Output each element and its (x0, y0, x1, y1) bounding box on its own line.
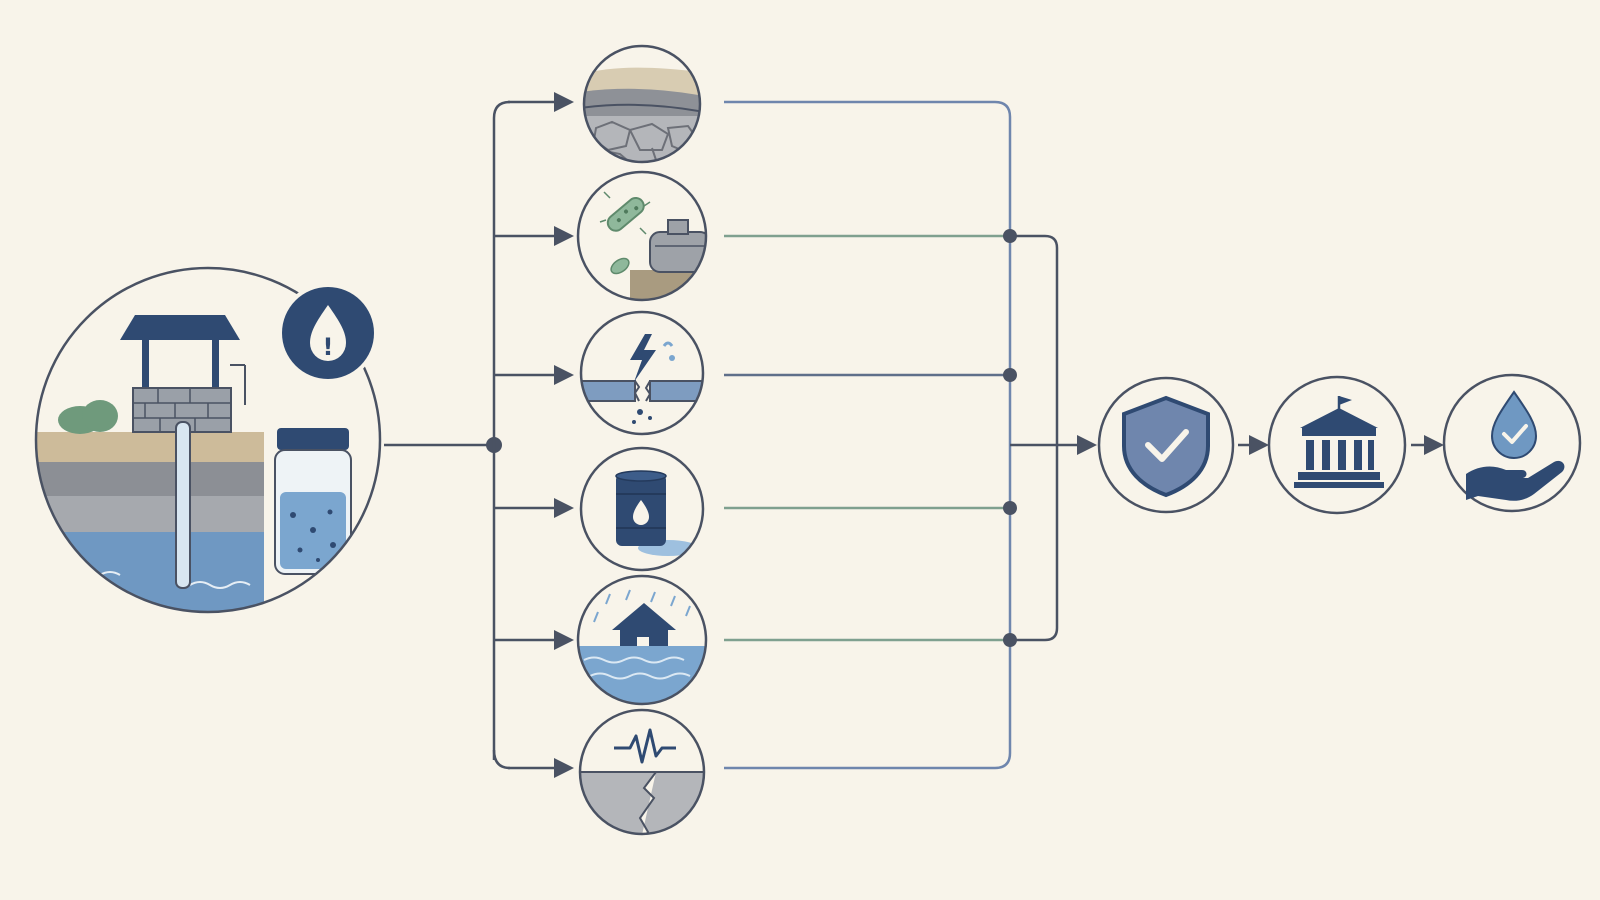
merge-node-2 (1003, 368, 1017, 382)
branch-bottom-corner (492, 749, 511, 770)
cause-earthquake (578, 708, 706, 836)
outcome-government (1267, 375, 1407, 515)
well-groundwater-sample-icon (36, 315, 352, 612)
collector-bracket (1010, 234, 1059, 642)
cause-soil-strata (582, 44, 702, 164)
hand-water-drop-check-icon (1466, 390, 1565, 501)
soil-strata-icon (584, 67, 700, 162)
cause-flooding (576, 574, 708, 706)
oil-barrel-spill-icon (615, 470, 698, 556)
outcome-safe-water (1442, 373, 1582, 513)
merge-node-1 (1003, 229, 1017, 243)
cause-bacteria-septic (576, 170, 708, 302)
outcome-protection (1097, 376, 1235, 514)
source-well-panel: ! (34, 266, 382, 614)
cause-6-out-line (724, 445, 1012, 770)
shield-check-icon (1122, 395, 1210, 498)
merge-node-4 (1003, 633, 1017, 647)
broken-pipe-lightning-icon (581, 334, 703, 424)
alert-glyph: ! (323, 333, 334, 361)
merge-node-3 (1003, 501, 1017, 515)
branch-top-corner (492, 100, 511, 119)
cause-1-out-line (724, 100, 1012, 445)
cause-oil-spill (579, 446, 705, 572)
cause-broken-pipe (579, 310, 705, 436)
connectors (384, 92, 1444, 778)
government-building-icon (1294, 396, 1384, 488)
